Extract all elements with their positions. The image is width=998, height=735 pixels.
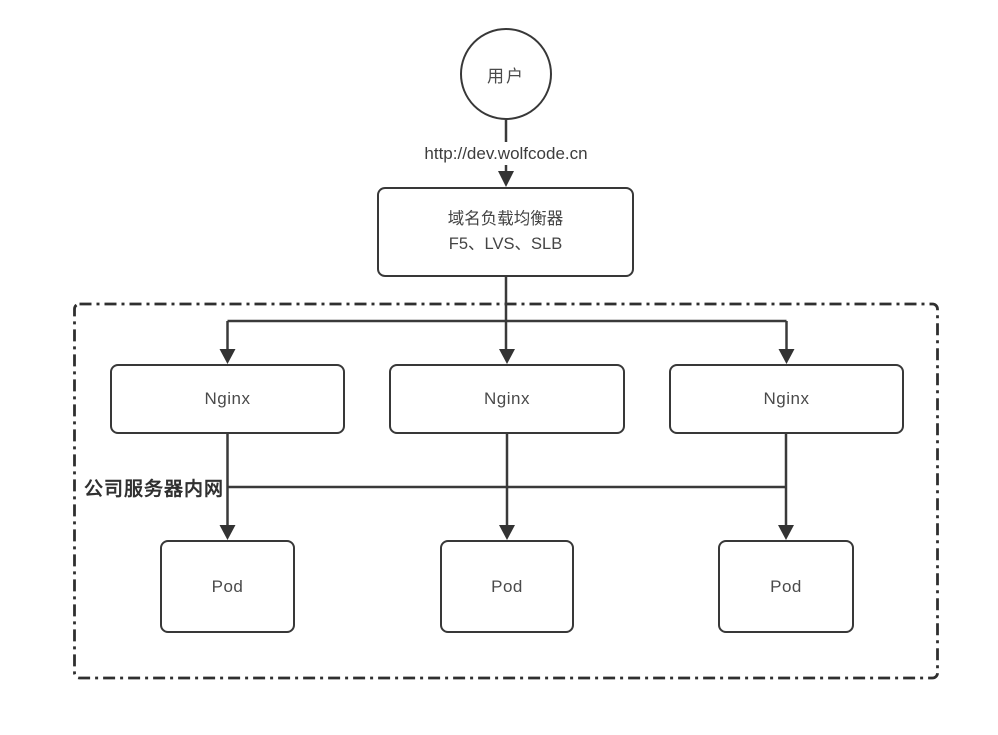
pod-node-label: Pod bbox=[211, 576, 244, 596]
arrowhead-down-icon bbox=[499, 349, 515, 364]
nginx-node-label: Nginx bbox=[204, 389, 251, 408]
arrowhead-down-icon bbox=[498, 171, 514, 187]
load-balancer-title: 域名负载均衡器 bbox=[447, 210, 564, 229]
arrowhead-down-icon bbox=[219, 349, 236, 364]
url-label: http://dev.wolfcode.cn bbox=[378, 142, 634, 165]
user-node: 用户 bbox=[460, 28, 552, 120]
pod-node-label: Pod bbox=[491, 576, 523, 596]
connector-lines bbox=[226, 120, 788, 528]
pod-node-label: Pod bbox=[770, 576, 802, 596]
user-node-label: 用户 bbox=[487, 66, 525, 86]
arrowhead-down-icon bbox=[778, 525, 794, 540]
load-balancer-node: 域名负载均衡器 F5、LVS、SLB bbox=[377, 187, 634, 277]
pod-node-3: Pod bbox=[718, 540, 854, 633]
nginx-node-2: Nginx bbox=[389, 364, 625, 434]
nginx-node-3: Nginx bbox=[669, 364, 904, 434]
nginx-node-1: Nginx bbox=[110, 364, 345, 434]
arrowhead-down-icon bbox=[499, 525, 515, 540]
pod-node-1: Pod bbox=[160, 540, 295, 633]
intranet-label: 公司服务器内网 bbox=[84, 479, 225, 500]
pod-node-2: Pod bbox=[440, 540, 574, 633]
arrowhead-down-icon bbox=[778, 349, 795, 364]
arrowhead-down-icon bbox=[219, 525, 236, 540]
nginx-node-label: Nginx bbox=[484, 389, 530, 408]
nginx-node-label: Nginx bbox=[763, 389, 810, 408]
arrowheads bbox=[219, 171, 795, 540]
load-balancer-subtitle: F5、LVS、SLB bbox=[448, 235, 563, 253]
